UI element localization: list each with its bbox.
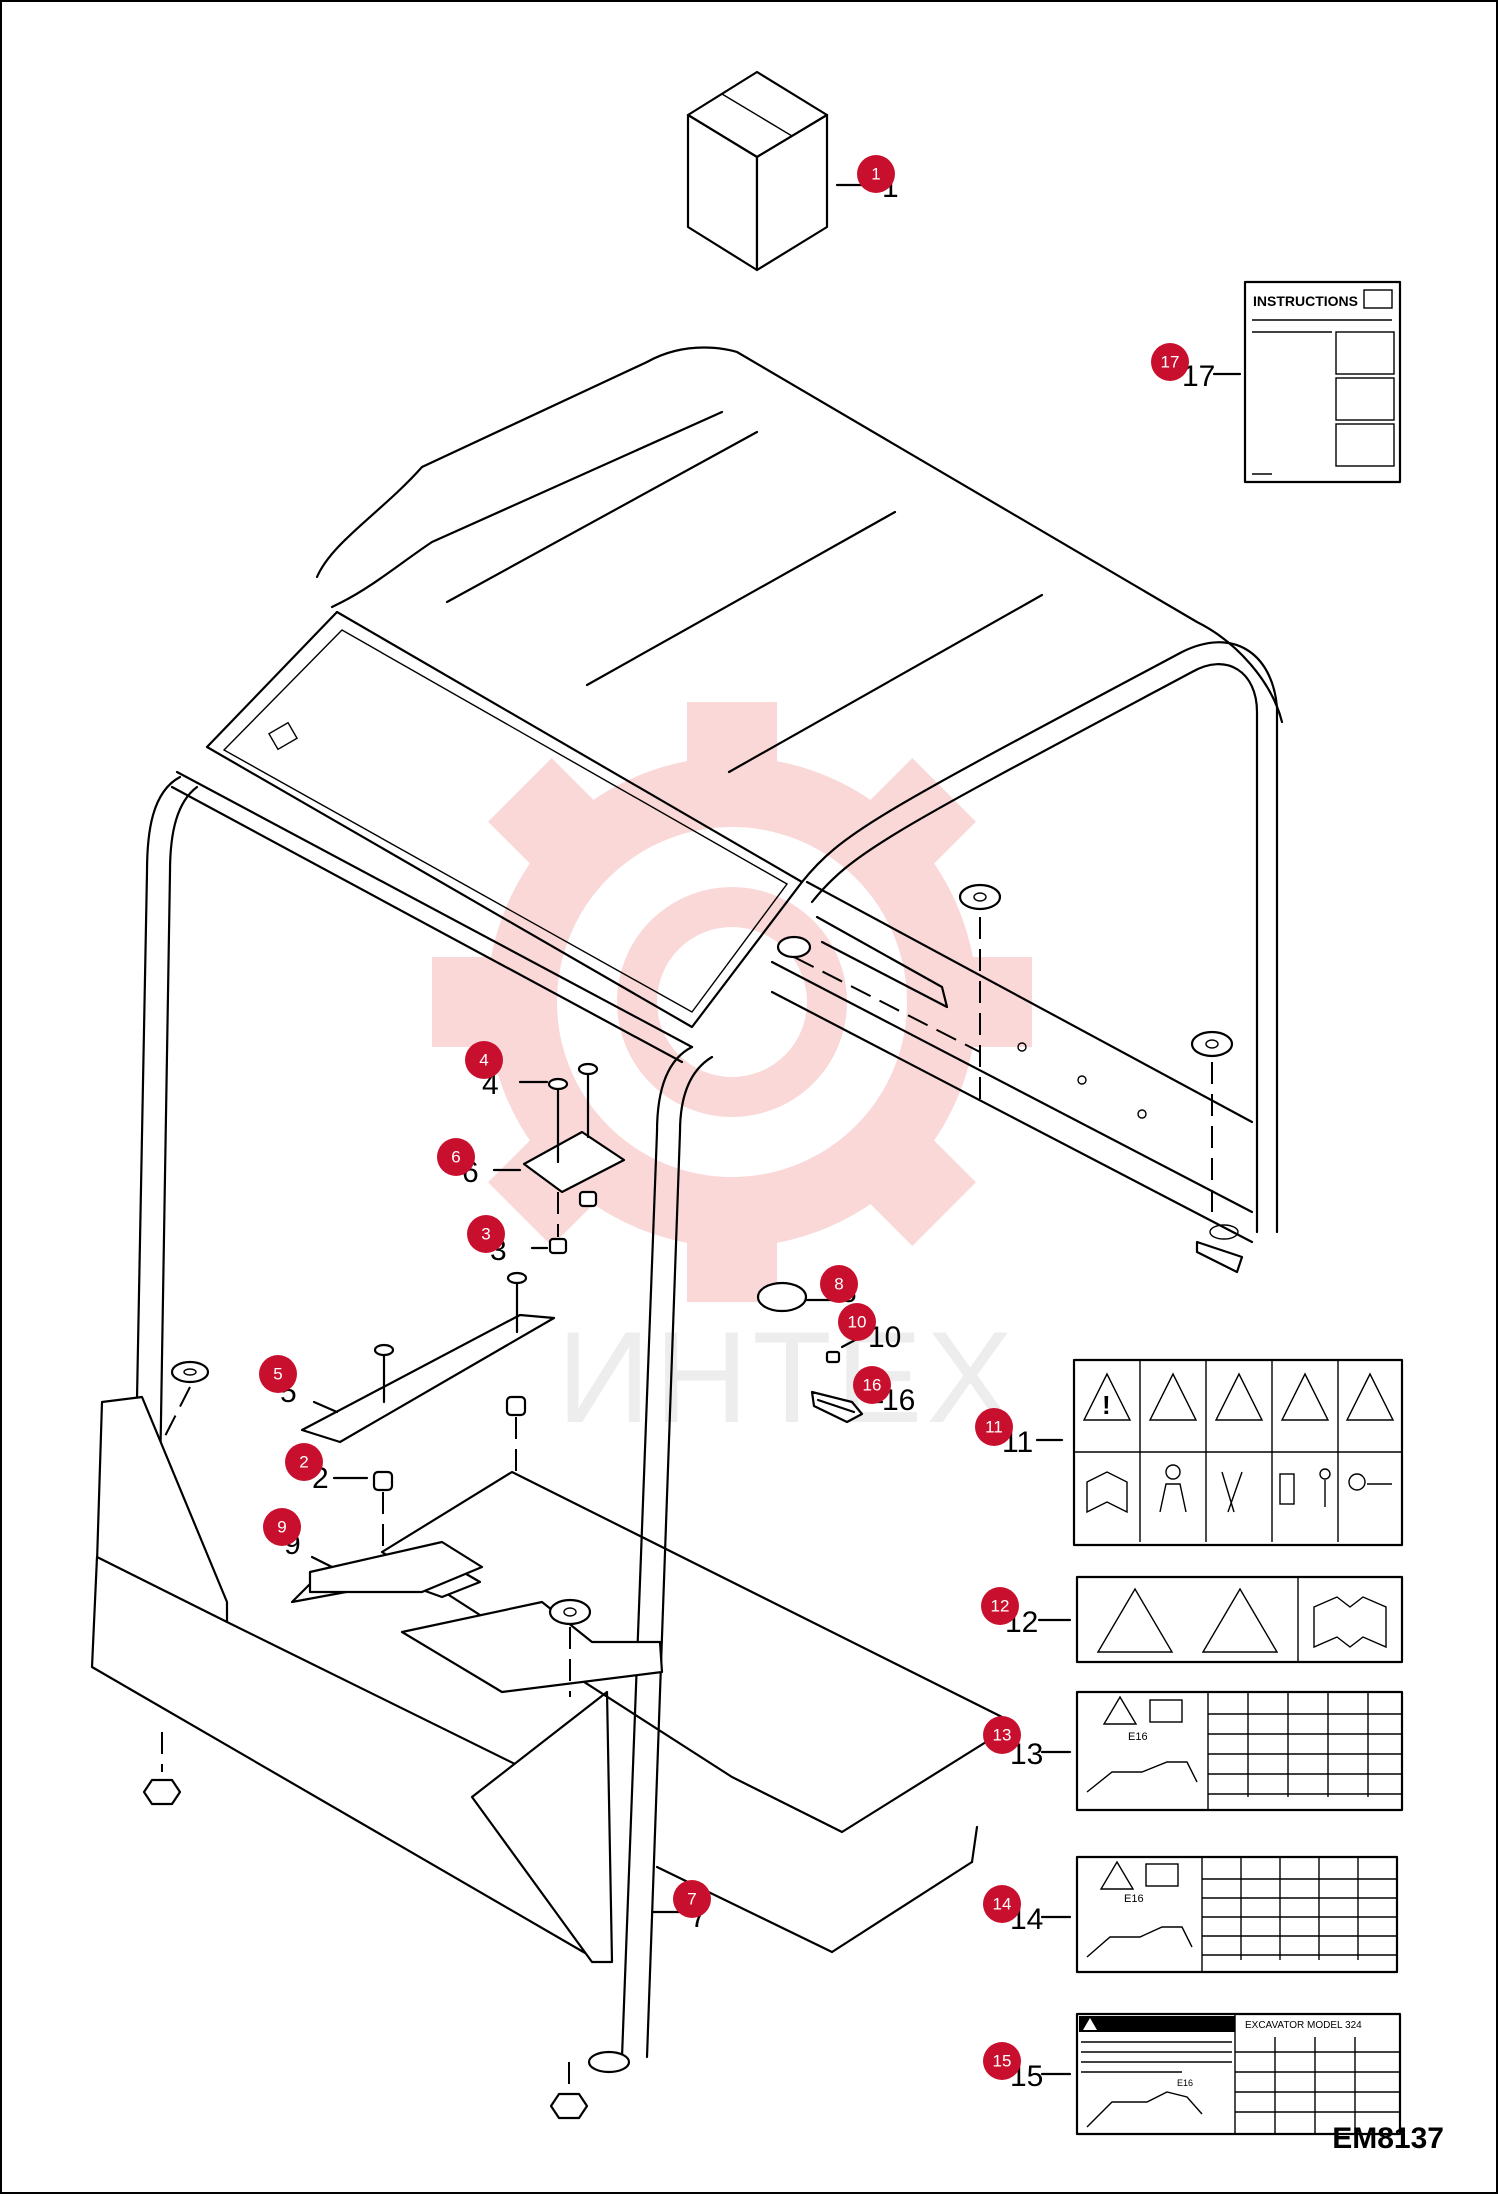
svg-text:4: 4 bbox=[479, 1051, 488, 1070]
svg-text:5: 5 bbox=[273, 1365, 282, 1384]
decal-13: E16 bbox=[1075, 1690, 1404, 1812]
watermark-text: ИНТЕХ bbox=[557, 1304, 1017, 1450]
callout-8: 8 bbox=[820, 1265, 858, 1303]
callout-7: 7 bbox=[673, 1880, 711, 1918]
svg-text:1: 1 bbox=[871, 165, 880, 184]
decal-14-machine-label: E16 bbox=[1124, 1893, 1144, 1905]
carton-part bbox=[686, 70, 880, 272]
svg-text:12: 12 bbox=[991, 1597, 1010, 1616]
callout-12: 12 bbox=[981, 1587, 1019, 1625]
watermark-gear-icon bbox=[432, 702, 1032, 1302]
callout-6: 6 bbox=[437, 1138, 475, 1176]
callout-11: 11 bbox=[975, 1408, 1013, 1446]
svg-text:16: 16 bbox=[863, 1376, 882, 1395]
svg-text:!: ! bbox=[1102, 1390, 1111, 1420]
decal-15: WARNING EXCAVATOR MODEL 324 E16 bbox=[1075, 2012, 1402, 2136]
callout-14: 14 bbox=[983, 1885, 1021, 1923]
svg-text:13: 13 bbox=[993, 1726, 1012, 1745]
decal-13-machine-label: E16 bbox=[1128, 1731, 1148, 1743]
callout-5: 5 bbox=[259, 1355, 297, 1393]
decal-14: E16 bbox=[1075, 1855, 1399, 1974]
watermark: ИНТЕХ bbox=[432, 702, 1032, 1450]
decal-11: ! bbox=[1072, 1358, 1404, 1547]
svg-text:14: 14 bbox=[993, 1895, 1012, 1914]
callout-15: 15 bbox=[983, 2042, 1021, 2080]
callout-3: 3 bbox=[467, 1215, 505, 1253]
callout-16: 16 bbox=[853, 1366, 891, 1404]
svg-text:2: 2 bbox=[299, 1453, 308, 1472]
callout-2: 2 bbox=[285, 1443, 323, 1481]
callout-9: 9 bbox=[263, 1508, 301, 1546]
svg-text:8: 8 bbox=[834, 1275, 843, 1294]
callout-4: 4 bbox=[465, 1041, 503, 1079]
svg-text:7: 7 bbox=[687, 1890, 696, 1909]
warning-decal-header: WARNING bbox=[1103, 2016, 1171, 2032]
decal-leaders bbox=[1035, 1438, 1072, 2076]
figure-code: EM8137 bbox=[1332, 2122, 1444, 2155]
svg-text:17: 17 bbox=[1161, 353, 1180, 372]
instructions-sheet: INSTRUCTIONS bbox=[1212, 280, 1402, 484]
svg-text:6: 6 bbox=[451, 1148, 460, 1167]
svg-text:15: 15 bbox=[993, 2052, 1012, 2071]
callout-10: 10 bbox=[838, 1303, 876, 1341]
svg-text:3: 3 bbox=[481, 1225, 490, 1244]
callout-17: 17 bbox=[1151, 343, 1189, 381]
decal-12 bbox=[1075, 1575, 1404, 1664]
svg-text:9: 9 bbox=[277, 1518, 286, 1537]
callout-1: 1 bbox=[857, 155, 895, 193]
canopy-frame bbox=[90, 346, 1284, 2120]
svg-text:11: 11 bbox=[985, 1418, 1003, 1437]
warning-decal-machine: E16 bbox=[1177, 2078, 1193, 2088]
svg-text:10: 10 bbox=[848, 1313, 867, 1332]
hardware-cluster bbox=[300, 1062, 884, 1569]
instructions-label: INSTRUCTIONS bbox=[1253, 293, 1358, 309]
warning-decal-model: EXCAVATOR MODEL 324 bbox=[1245, 2020, 1362, 2031]
callout-13: 13 bbox=[983, 1716, 1021, 1754]
